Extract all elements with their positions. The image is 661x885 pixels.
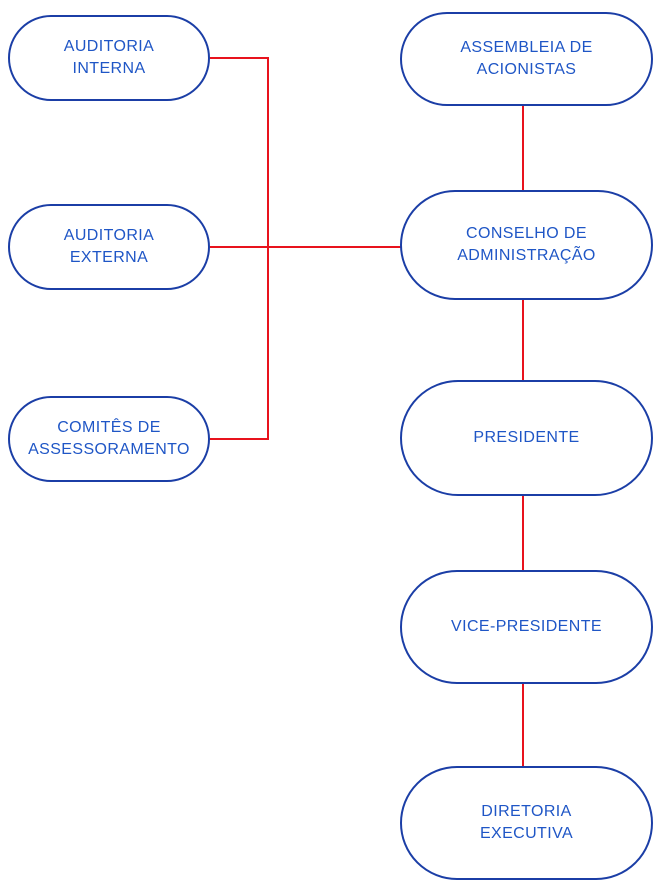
node-label: DIRETORIA EXECUTIVA (479, 802, 574, 842)
node-label: PRESIDENTE (473, 428, 580, 446)
node-label: VICE-PRESIDENTE (451, 617, 602, 635)
node-label: ASSEMBLEIA DE ACIONISTAS (460, 38, 593, 78)
node-presidente: PRESIDENTE (400, 380, 653, 496)
node-label: AUDITORIA INTERNA (63, 37, 155, 77)
node-auditoria-interna: AUDITORIA INTERNA (8, 15, 210, 101)
node-label: CONSELHO DE ADMINISTRAÇÃO (457, 224, 596, 264)
node-diretoria-executiva: DIRETORIA EXECUTIVA (400, 766, 653, 880)
node-comites-de-assessoramento: COMITÊS DE ASSESSORAMENTO (8, 396, 210, 482)
node-label: AUDITORIA EXTERNA (63, 226, 155, 266)
node-conselho-de-administracao: CONSELHO DE ADMINISTRAÇÃO (400, 190, 653, 300)
node-auditoria-externa: AUDITORIA EXTERNA (8, 204, 210, 290)
node-label: COMITÊS DE ASSESSORAMENTO (28, 418, 190, 458)
edge-auditoria-interna (210, 57, 269, 440)
node-vice-presidente: VICE-PRESIDENTE (400, 570, 653, 684)
node-assembleia-de-acionistas: ASSEMBLEIA DE ACIONISTAS (400, 12, 653, 106)
connector-group (210, 57, 524, 766)
